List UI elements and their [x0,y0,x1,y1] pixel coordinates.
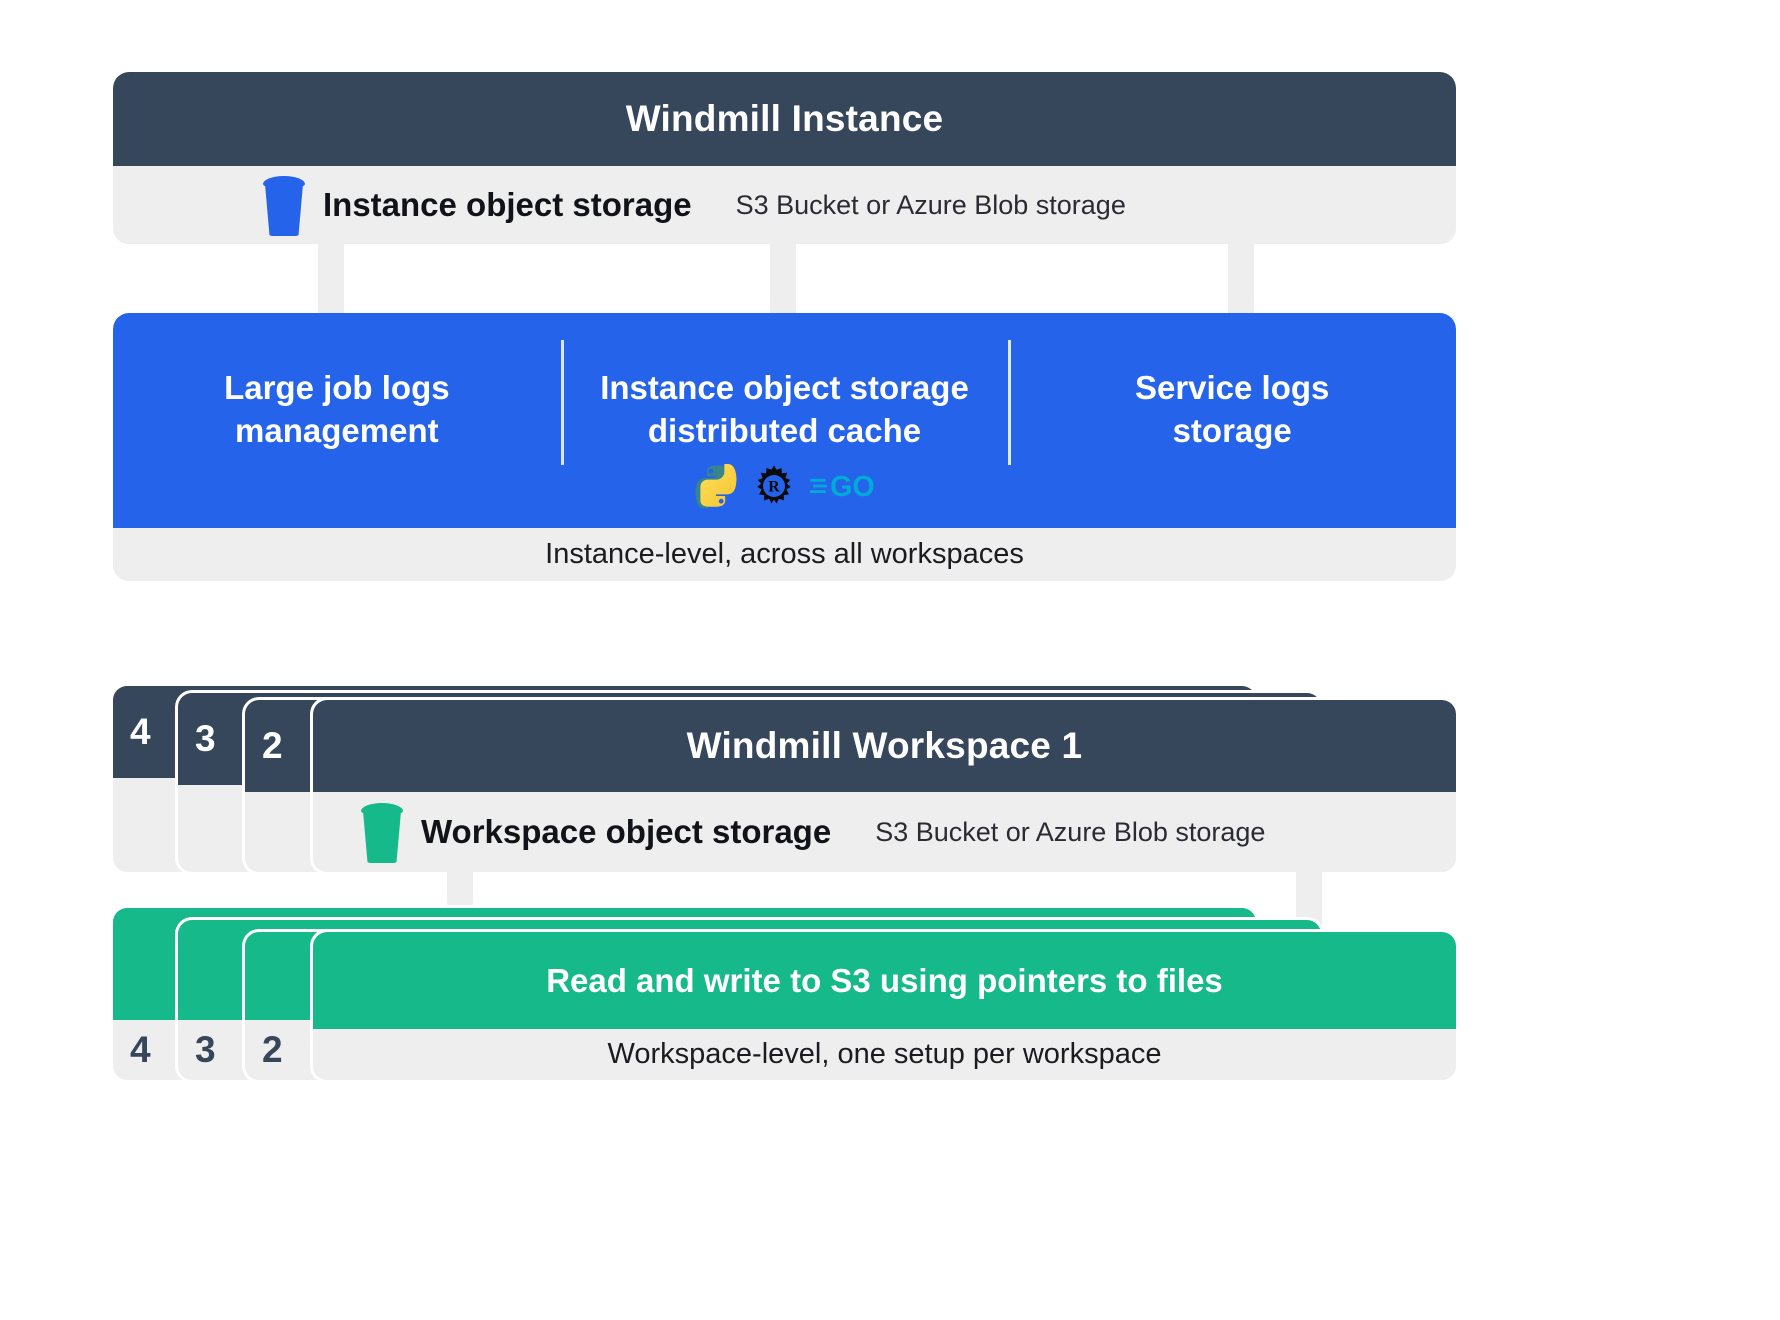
instance-features-bar: Large job logs management Instance objec… [113,313,1456,528]
workspace-title: Windmill Workspace 1 [313,700,1456,792]
svg-text:GO: GO [830,471,875,503]
workspace-storage-label: Workspace object storage [421,813,832,850]
green-stack-number: 3 [195,1029,216,1070]
feature-col-large-job-logs: Large job logs management [113,313,561,452]
workspace-storage-row: Workspace object storage S3 Bucket or Az… [313,792,1456,872]
instance-features-card: Large job logs management Instance objec… [113,313,1456,581]
instance-storage-row: Instance object storage S3 Bucket or Azu… [113,166,1456,244]
instance-title: Windmill Instance [113,72,1456,166]
feature-col-service-logs: Service logs storage [1008,313,1456,465]
green-bucket-icon [359,801,405,863]
language-logos: R GO [694,464,876,509]
workspace-card: Windmill Workspace 1 Workspace object st… [313,700,1456,872]
green-stack-number: 4 [130,1029,151,1070]
go-logo: GO [809,469,876,503]
instance-footer: Instance-level, across all workspaces [113,528,1456,581]
instance-card: Windmill Instance Instance object storag… [113,72,1456,244]
workspace-storage-detail: S3 Bucket or Azure Blob storage [875,816,1266,847]
workspace-footer: Workspace-level, one setup per workspace [313,1029,1456,1080]
workspace-banner: Read and write to S3 using pointers to f… [313,932,1456,1029]
instance-storage-detail: S3 Bucket or Azure Blob storage [735,189,1126,220]
feature-col-distributed-cache: Instance object storage distributed cach… [560,313,1009,509]
svg-text:R: R [768,479,780,496]
blue-bucket-icon [261,174,307,236]
green-stack-number: 2 [262,1029,283,1070]
feature-title: Service logs storage [1134,369,1330,449]
python-logo [694,464,738,509]
workspace-operations-card: Read and write to S3 using pointers to f… [313,932,1456,1080]
instance-storage-label: Instance object storage [323,186,692,223]
feature-title: Instance object storage distributed cach… [600,369,969,449]
feature-title: Large job logs management [224,369,450,449]
rust-logo: R [752,464,796,508]
